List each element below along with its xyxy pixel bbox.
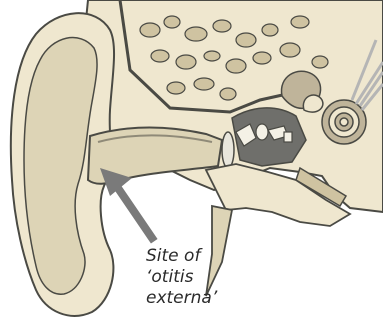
pointer-arrow: [100, 168, 152, 238]
eardrum: [222, 132, 234, 168]
site-of-otitis-externa-label: Site of ‘otitis externa’: [146, 246, 266, 309]
label-line-1: Site of: [146, 246, 266, 267]
label-line-3: externa’: [146, 288, 266, 309]
label-line-2: ‘otitis: [146, 267, 266, 288]
